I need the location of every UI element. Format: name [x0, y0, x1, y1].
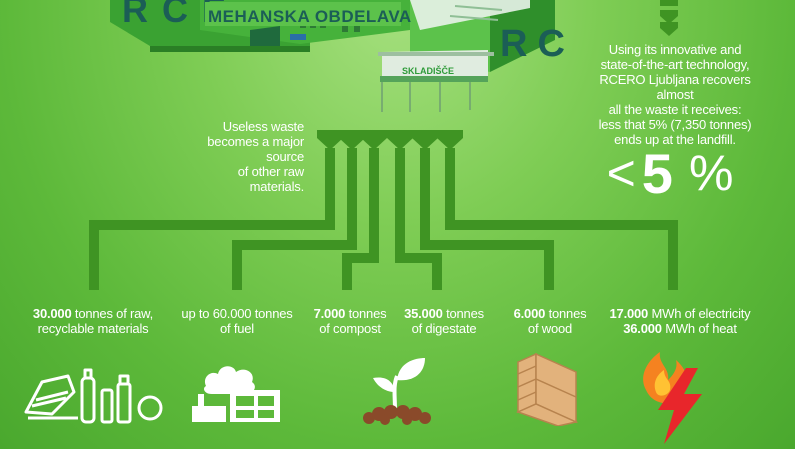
- output-desc: of raw,: [112, 306, 154, 321]
- pipe-arrow: [317, 130, 343, 150]
- output-desc: recyclable materials: [37, 321, 149, 336]
- rcero-building-illustration: RCE MEHANSKA OBDELAVA RC SKLADIŠČE: [110, 0, 570, 112]
- building-skylight-roof: [410, 0, 530, 30]
- output-amount: 35.000: [404, 306, 443, 321]
- output-amount: 36.000: [623, 321, 662, 336]
- output-digestate: 35.000 tonnes of digestate: [369, 306, 519, 336]
- caption-line: less that 5% (7,350 tonnes): [598, 117, 752, 132]
- wood-planks-icon: [516, 352, 579, 426]
- output-amount: up to 60.000: [181, 306, 252, 321]
- pipe-fuel: [232, 148, 357, 290]
- building-warehouse-annex: [382, 50, 488, 78]
- caption-line: of other raw materials.: [237, 164, 304, 194]
- pipe-energy: [445, 148, 678, 290]
- pipe-arrow: [361, 130, 387, 150]
- recovery-caption: Using its innovative and state-of-the-ar…: [590, 42, 760, 147]
- output-amount: 7.000: [313, 306, 346, 321]
- sign-skladisce: SKLADIŠČE: [402, 65, 454, 76]
- pipe-arrows: [317, 130, 463, 150]
- output-unit: MWh: [665, 321, 695, 336]
- caption-line: Using its innovative and: [608, 42, 742, 57]
- output-desc: of electricity: [681, 306, 751, 321]
- output-amount: 6.000: [513, 306, 546, 321]
- recyclables-icon: [24, 368, 163, 424]
- fire-electricity-icon: [643, 352, 702, 444]
- output-wood: 6.000 tonnes of wood: [475, 306, 625, 336]
- output-unit: tonnes: [348, 306, 387, 321]
- output-desc: of digestate: [411, 321, 477, 336]
- percent-unit: %: [688, 145, 734, 201]
- output-fuel: up to 60.000 tonnes of fuel: [162, 306, 312, 336]
- caption-line: becomes a major source: [207, 134, 304, 164]
- output-desc: of fuel: [219, 321, 254, 336]
- output-amount: 17.000: [609, 306, 649, 321]
- pipe-raw-materials: [89, 148, 335, 290]
- output-amount: 30.000: [32, 306, 72, 321]
- caption-line: state-of-the-art technology,: [600, 57, 750, 72]
- output-desc: of compost: [319, 321, 381, 336]
- sign-mehanska-obdelava: MEHANSKA OBDELAVA: [208, 7, 412, 26]
- output-unit: tonnes: [74, 306, 113, 321]
- pipe-digestate: [395, 148, 442, 290]
- pipe-wood: [420, 148, 554, 290]
- output-unit: MWh: [651, 306, 682, 321]
- output-desc: of wood: [527, 321, 573, 336]
- landfill-arrow: [660, 0, 678, 36]
- output-unit: tonnes: [446, 306, 484, 321]
- output-raw-materials: 30.000 tonnes of raw, recyclable materia…: [18, 306, 168, 336]
- pipe-arrow: [387, 130, 413, 150]
- output-compost: 7.000 tonnes of compost: [275, 306, 425, 336]
- caption-line: all the waste it receives:: [608, 102, 742, 117]
- caption-line: ends up at the landfill.: [614, 132, 736, 147]
- output-unit: tonnes: [254, 306, 293, 321]
- useless-waste-caption: Useless waste becomes a major source of …: [182, 119, 304, 194]
- pipe-compost: [342, 148, 379, 290]
- output-unit: tonnes: [548, 306, 587, 321]
- output-desc: of heat: [694, 321, 737, 336]
- landfill-percent-stat: < 5 %: [585, 141, 755, 205]
- percent-value: 5: [641, 141, 673, 205]
- compost-sprout-icon: [363, 358, 431, 425]
- less-than-sign: <: [606, 145, 636, 201]
- caption-line: RCERO Ljubljana recovers almost: [599, 72, 751, 102]
- pipe-arrow: [339, 130, 365, 150]
- caption-line: Useless waste: [222, 119, 304, 134]
- fuel-factory-icon: [192, 366, 280, 422]
- sign-rc: RC: [500, 23, 570, 65]
- output-energy: 17.000 MWh of electricity 36.000 MWh of …: [600, 306, 760, 336]
- building-right-block: [490, 0, 555, 72]
- pipe-arrow: [437, 130, 463, 150]
- pipe-arrow: [412, 130, 438, 150]
